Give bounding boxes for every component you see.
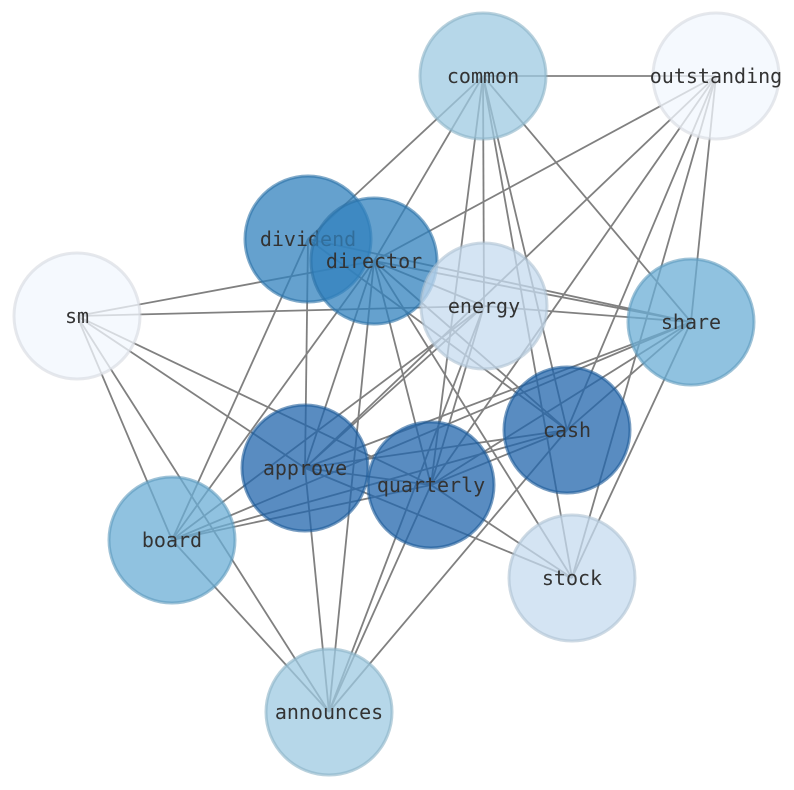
node-circle-common (418, 11, 548, 141)
node-share: share (626, 257, 756, 387)
node-label-common: common (447, 64, 519, 88)
node-label-outstanding: outstanding (650, 64, 782, 88)
node-energy: energy (419, 241, 549, 371)
node-circle-energy (419, 241, 549, 371)
node-quarterly: quarterly (366, 420, 496, 550)
node-label-quarterly: quarterly (377, 473, 485, 497)
node-circle-sm (12, 251, 142, 381)
node-label-approve: approve (263, 456, 347, 480)
node-stock: stock (507, 513, 637, 643)
node-circle-quarterly (366, 420, 496, 550)
node-circle-board (107, 475, 237, 605)
node-cash: cash (502, 365, 632, 495)
node-circle-share (626, 257, 756, 387)
node-common: common (418, 11, 548, 141)
node-outstanding: outstanding (650, 11, 782, 141)
node-label-share: share (661, 310, 721, 334)
node-approve: approve (240, 403, 370, 533)
node-label-stock: stock (542, 566, 602, 590)
node-board: board (107, 475, 237, 605)
node-label-energy: energy (448, 294, 520, 318)
node-label-director: director (326, 249, 422, 273)
node-circle-cash (502, 365, 632, 495)
edge-outstanding-quarterly (430, 75, 717, 486)
edge-share-approve (304, 321, 692, 469)
node-director: director (309, 196, 439, 326)
node-circle-director (309, 196, 439, 326)
node-announces: announces (264, 647, 394, 777)
node-circle-announces (264, 647, 394, 777)
node-label-announces: announces (275, 700, 383, 724)
edge-outstanding-director (373, 75, 717, 262)
node-circle-approve (240, 403, 370, 533)
node-label-sm: sm (65, 304, 89, 328)
node-circle-outstanding (651, 11, 781, 141)
node-label-cash: cash (543, 418, 591, 442)
node-label-board: board (142, 528, 202, 552)
node-circle-stock (507, 513, 637, 643)
node-sm: sm (12, 251, 142, 381)
